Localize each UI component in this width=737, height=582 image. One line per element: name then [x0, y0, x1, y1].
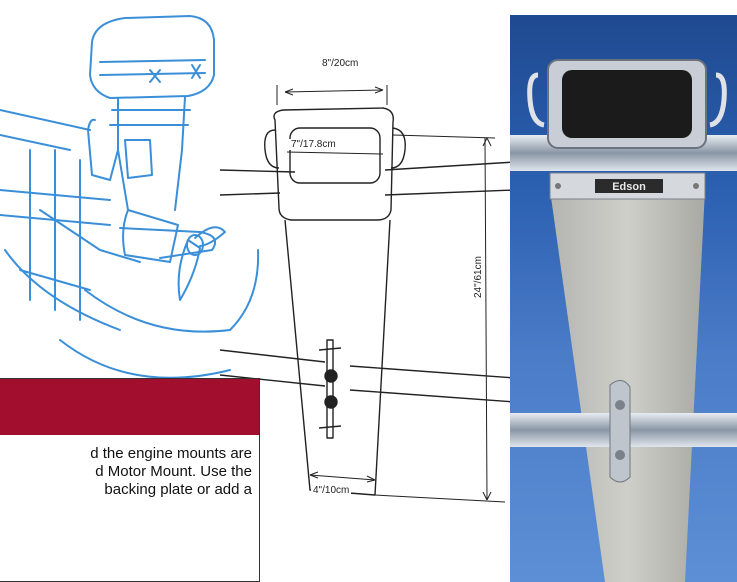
- note-text: d the engine mounts are d Motor Mount. U…: [0, 445, 252, 499]
- motor-mount-dimension-drawing: [219, 85, 516, 503]
- outboard-motor-illustration: [0, 15, 260, 379]
- installation-note-box: d the engine mounts are d Motor Mount. U…: [0, 378, 260, 582]
- width-dimension-label: 8"/20cm: [320, 58, 361, 69]
- base-width-dimension-label: 4"/10cm: [311, 485, 352, 496]
- inner-width-dimension-label: 7"/17.8cm: [289, 139, 338, 150]
- motor-mount-photo-graphic: Edson: [510, 59, 737, 582]
- note-line: d the engine mounts are: [90, 445, 252, 462]
- height-dimension-label: 24"/61cm: [473, 254, 484, 300]
- note-line: d Motor Mount. Use the: [95, 463, 252, 480]
- brand-label: Edson: [612, 181, 646, 193]
- note-line: backing plate or add a: [104, 481, 252, 498]
- product-photo: Edson: [510, 15, 737, 582]
- note-header-bar: [0, 379, 259, 435]
